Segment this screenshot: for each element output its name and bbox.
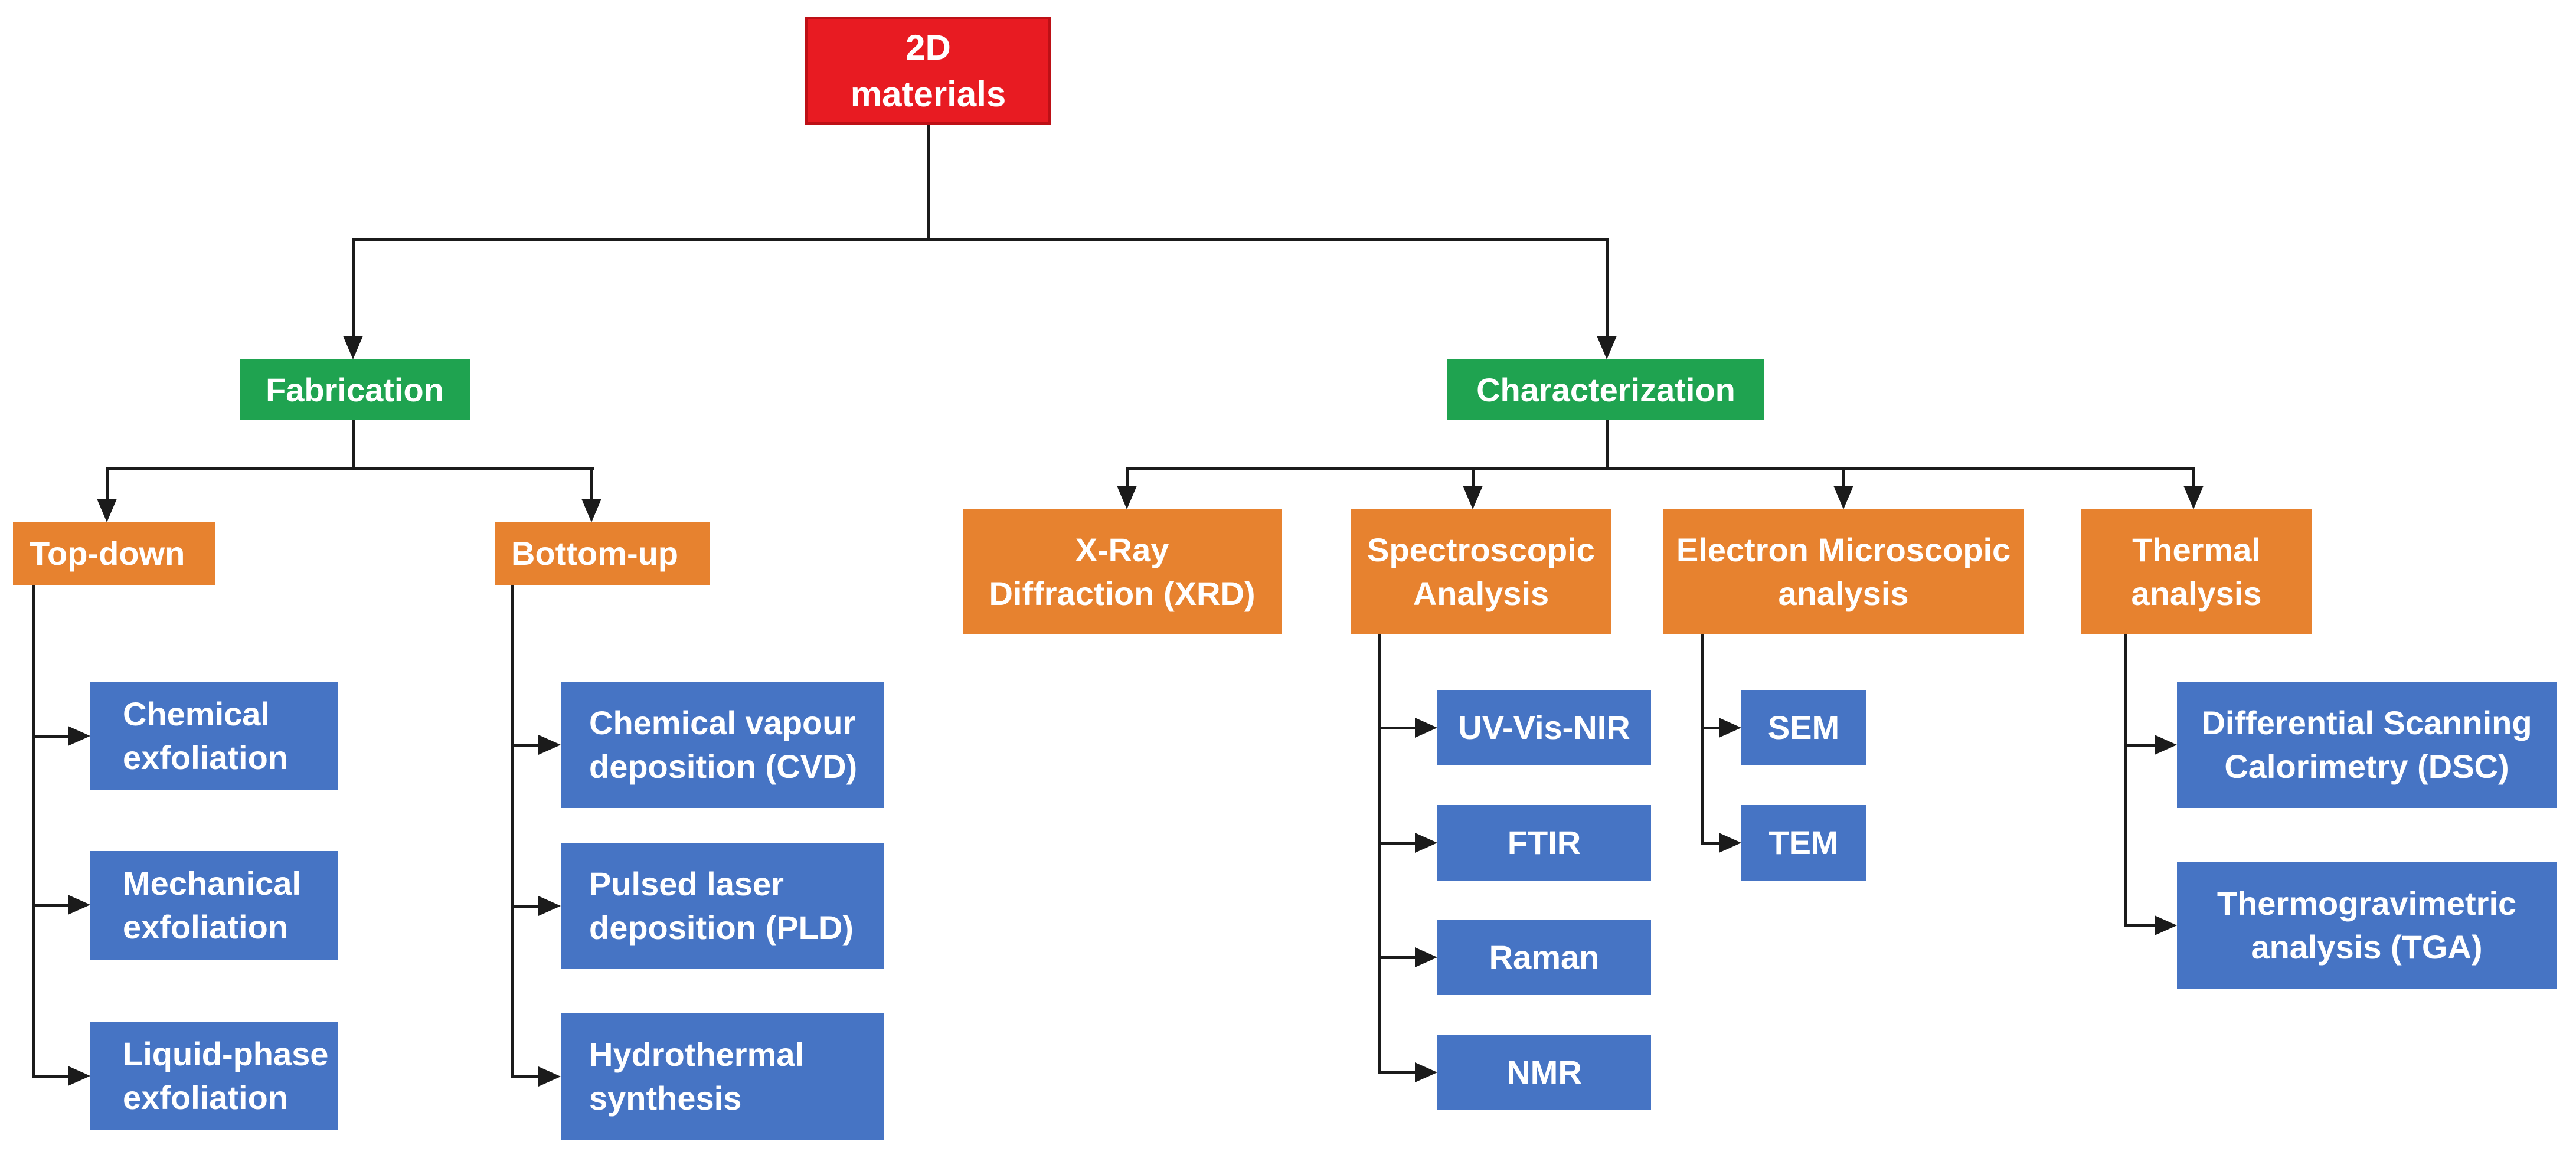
arrowhead-to-dsc bbox=[2155, 735, 2177, 755]
edge-tga-branch bbox=[2124, 924, 2156, 927]
node-nmr: NMR bbox=[1437, 1035, 1651, 1110]
edge-sem-branch bbox=[1701, 727, 1720, 729]
edge-characterization-stem bbox=[1606, 420, 1609, 469]
edge-dsc-branch bbox=[2124, 744, 2156, 747]
edge-bottom-up-drop bbox=[590, 467, 593, 500]
edge-top-down-drop bbox=[106, 467, 109, 500]
edge-electron-microscopic-drop bbox=[1842, 467, 1845, 487]
node-mechanical-exfoliation: Mechanical exfoliation bbox=[90, 851, 338, 960]
arrowhead-to-nmr bbox=[1415, 1062, 1437, 1082]
arrowhead-to-raman bbox=[1415, 947, 1437, 967]
arrowhead-to-tem bbox=[1719, 833, 1741, 853]
edge-tem-branch bbox=[1701, 842, 1720, 845]
edge-cvd-branch bbox=[511, 744, 540, 747]
edge-thermal-vline bbox=[2124, 634, 2127, 927]
edge-spectroscopic-drop bbox=[1472, 467, 1475, 487]
node-chemical-exfoliation: Chemical exfoliation bbox=[90, 682, 338, 790]
node-fabrication: Fabrication bbox=[240, 359, 470, 420]
arrowhead-to-characterization bbox=[1597, 336, 1617, 359]
edge-hydrothermal-branch bbox=[511, 1075, 540, 1078]
edge-raman-branch bbox=[1378, 956, 1416, 959]
node-xray-diffraction: X-Ray Diffraction (XRD) bbox=[963, 509, 1282, 634]
arrowhead-to-cvd bbox=[538, 735, 561, 755]
edge-root-stem bbox=[927, 125, 930, 238]
node-pld: Pulsed laser deposition (PLD) bbox=[561, 843, 884, 969]
node-liquid-phase-exfoliation: Liquid-phase exfoliation bbox=[90, 1022, 338, 1130]
node-ftir: FTIR bbox=[1437, 805, 1651, 881]
arrowhead-to-electron-microscopic bbox=[1833, 486, 1853, 509]
node-tga: Thermogravimetric analysis (TGA) bbox=[2177, 862, 2557, 989]
edge-liquid-phase-exfoliation-branch bbox=[32, 1075, 69, 1078]
arrowhead-to-fabrication bbox=[343, 336, 363, 359]
node-tem: TEM bbox=[1741, 805, 1866, 881]
arrowhead-to-top-down bbox=[97, 499, 117, 522]
node-bottom-up: Bottom-up bbox=[495, 522, 710, 585]
edge-characterization-drop bbox=[1606, 238, 1609, 337]
arrowhead-to-hydrothermal bbox=[538, 1066, 561, 1087]
edge-fabrication-hbar bbox=[106, 467, 594, 470]
edge-xrd-drop bbox=[1126, 467, 1129, 487]
edge-top-down-vline bbox=[32, 585, 35, 1077]
node-uv-vis-nir: UV-Vis-NIR bbox=[1437, 690, 1651, 765]
node-hydrothermal-synthesis: Hydrothermal synthesis bbox=[561, 1013, 884, 1140]
arrowhead-to-uv-vis-nir bbox=[1415, 718, 1437, 738]
node-raman: Raman bbox=[1437, 920, 1651, 995]
arrowhead-to-bottom-up bbox=[581, 499, 601, 522]
node-characterization: Characterization bbox=[1447, 359, 1764, 420]
edge-uv-vis-nir-branch bbox=[1378, 727, 1416, 729]
arrowhead-to-ftir bbox=[1415, 833, 1437, 853]
edge-ftir-branch bbox=[1378, 842, 1416, 845]
arrowhead-to-mechanical-exfoliation bbox=[68, 895, 90, 915]
edge-spectroscopic-vline bbox=[1378, 634, 1381, 1074]
edge-fabrication-stem bbox=[352, 420, 355, 469]
arrowhead-to-liquid-phase-exfoliation bbox=[68, 1066, 90, 1086]
arrowhead-to-sem bbox=[1719, 718, 1741, 738]
edge-electron-microscopic-vline bbox=[1701, 634, 1704, 845]
arrowhead-to-chemical-exfoliation bbox=[68, 726, 90, 746]
edge-pld-branch bbox=[511, 905, 540, 908]
arrowhead-to-thermal bbox=[2183, 486, 2204, 509]
arrowhead-to-spectroscopic bbox=[1463, 486, 1483, 509]
edge-fabrication-drop bbox=[352, 238, 355, 337]
edge-chemical-exfoliation-branch bbox=[32, 735, 69, 738]
edge-characterization-hbar bbox=[1126, 467, 2195, 470]
arrowhead-to-xrd bbox=[1117, 486, 1137, 509]
node-cvd: Chemical vapour deposition (CVD) bbox=[561, 682, 884, 808]
node-sem: SEM bbox=[1741, 690, 1866, 765]
edge-thermal-drop bbox=[2192, 467, 2195, 487]
edge-root-hbar bbox=[352, 238, 1609, 241]
arrowhead-to-pld bbox=[538, 896, 561, 916]
node-dsc: Differential Scanning Calorimetry (DSC) bbox=[2177, 682, 2557, 808]
node-top-down: Top-down bbox=[13, 522, 215, 585]
edge-nmr-branch bbox=[1378, 1071, 1416, 1074]
edge-bottom-up-vline bbox=[511, 585, 514, 1078]
node-2d-materials: 2D materials bbox=[805, 17, 1051, 125]
node-spectroscopic-analysis: Spectroscopic Analysis bbox=[1351, 509, 1611, 634]
node-thermal-analysis: Thermal analysis bbox=[2081, 509, 2312, 634]
arrowhead-to-tga bbox=[2155, 915, 2177, 935]
edge-mechanical-exfoliation-branch bbox=[32, 904, 69, 907]
node-electron-microscopic: Electron Microscopic analysis bbox=[1663, 509, 2024, 634]
